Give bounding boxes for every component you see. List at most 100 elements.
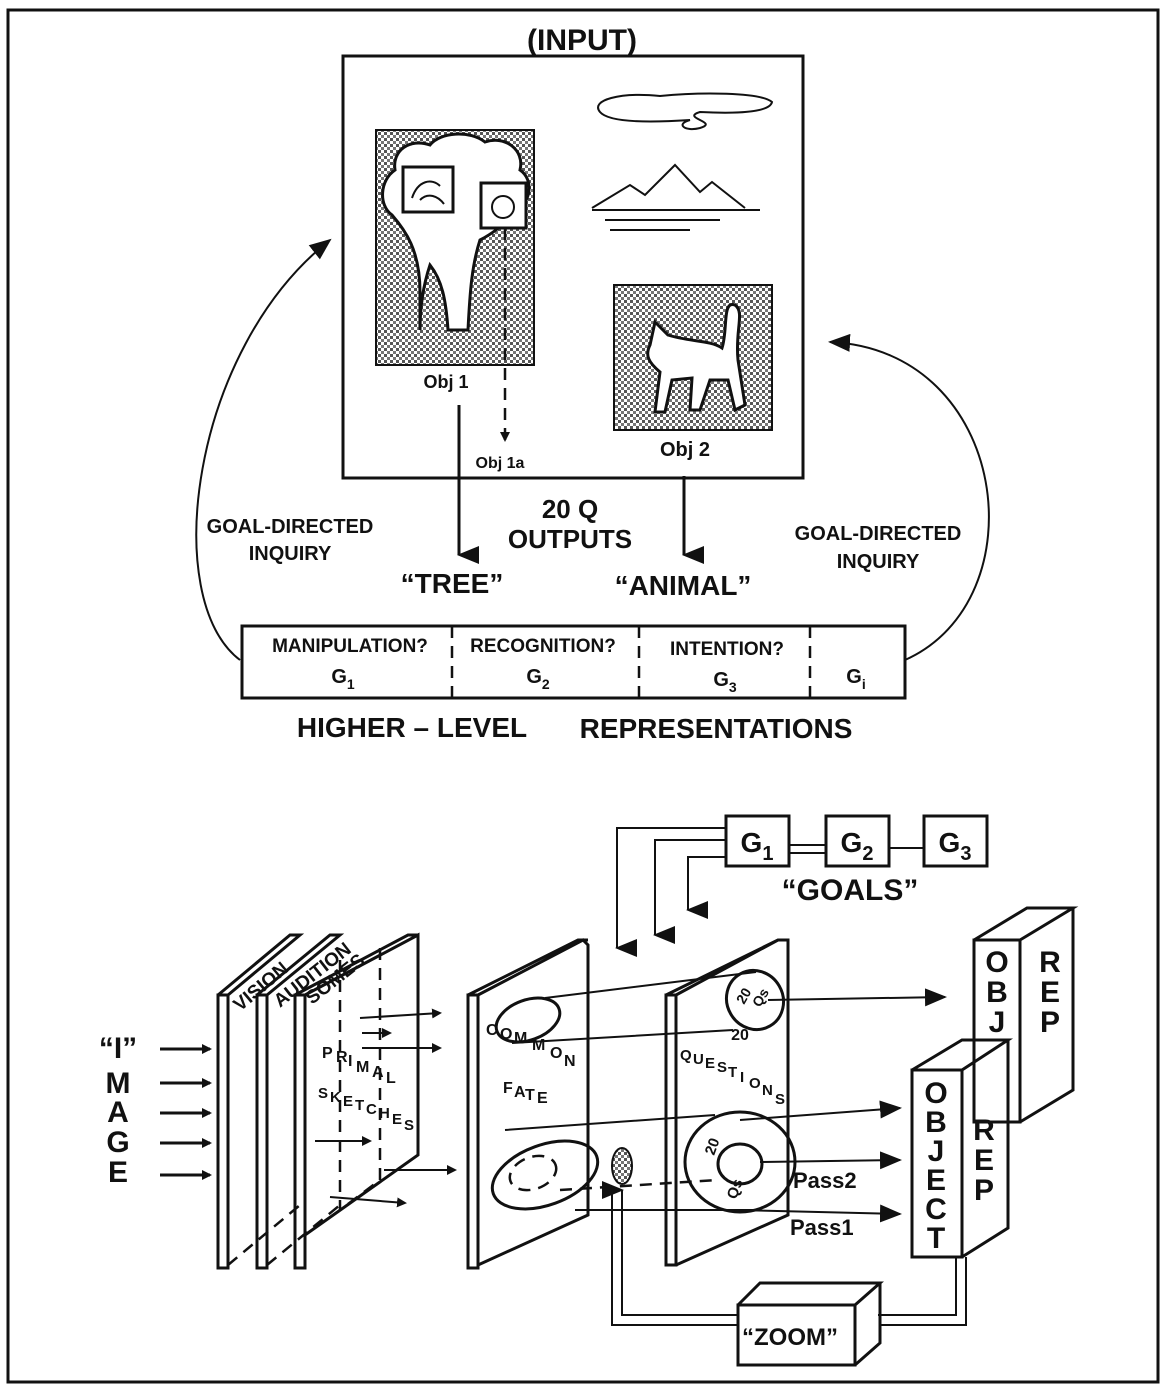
pass2-label: Pass2 (793, 1168, 857, 1193)
image-quote-label: “I” (99, 1032, 137, 1065)
common-label: C O M M O N (486, 1022, 576, 1070)
lake-lines (592, 210, 760, 230)
inquiry-left-line2: INQUIRY (249, 543, 332, 565)
sketches-letter: T (355, 1097, 364, 1114)
input-label: (INPUT) (527, 24, 637, 57)
goal-g3: G3 (713, 669, 737, 695)
obj1-label: Obj 1 (423, 372, 468, 392)
sketches-letter: H (379, 1105, 390, 1122)
goal-box-g2-label: G2 (841, 827, 874, 865)
primal-letter: R (336, 1049, 348, 1066)
pass1-arrow (735, 1210, 900, 1214)
obj-rep-arrow (768, 997, 945, 1000)
object-letter: T (927, 1222, 945, 1255)
questions-letter: S (717, 1059, 727, 1076)
obj-rep-letter: O (985, 946, 1008, 979)
sketches-letter: C (366, 1101, 377, 1118)
zoom-label: “ZOOM” (742, 1324, 838, 1351)
cloud-icon (598, 94, 772, 130)
inquiry-left-line1: GOAL-DIRECTED (207, 516, 374, 538)
sketch-arrow-1 (360, 1013, 440, 1018)
top-diagram: (INPUT) Obj 1 Obj 1a Obj 2 20 Q OUTPUTS … (196, 24, 989, 744)
left-inquiry-arrow (196, 240, 330, 660)
bottom-diagram: G1 G2 G3 “GOALS” “I” M A G E VISION AUDI… (99, 816, 1073, 1365)
common-letter: C (486, 1022, 498, 1039)
obj-rep-letter: E (1040, 976, 1060, 1009)
outputs-line2: OUTPUTS (508, 524, 632, 554)
pass2-arrow (760, 1160, 900, 1162)
apple-subframe (481, 183, 526, 228)
questions-letter: U (693, 1051, 704, 1068)
outputs-line1: 20 Q (542, 494, 598, 524)
goal-g2: G2 (526, 666, 550, 692)
questions-inner-circle (718, 1144, 762, 1184)
object-rep-arrow-top (740, 1108, 900, 1120)
primal-letter: P (322, 1045, 333, 1062)
inquiry-right-line1: GOAL-DIRECTED (795, 523, 962, 545)
upper-qs-label: Qs (749, 985, 772, 1009)
sketches-letter: E (392, 1111, 402, 1128)
obj-rep-letter: R (1039, 946, 1061, 979)
plate-depth-dashes (228, 1205, 340, 1265)
image-letter-a: A (107, 1096, 129, 1129)
bird-subframe (403, 167, 453, 212)
common-letter: M (514, 1030, 527, 1047)
goal-box-g3-label: G3 (939, 827, 972, 865)
goal-question-1: MANIPULATION? (272, 636, 428, 657)
sketches-letter: E (343, 1093, 353, 1110)
sketches-letter: S (404, 1117, 414, 1134)
common-fate-plate (468, 940, 588, 1268)
primal-letter: L (386, 1070, 396, 1087)
obj1a-label: Obj 1a (476, 455, 525, 472)
zoom-focus-spot (612, 1148, 632, 1184)
goal-feed-arrow-2 (655, 840, 726, 935)
common-letter: O (550, 1045, 562, 1062)
goal-box-g1-label: G1 (741, 827, 774, 865)
goal-question-2: RECOGNITION? (470, 636, 616, 657)
fate-label: F A T E (503, 1080, 548, 1107)
higher-level-label: HIGHER – LEVEL (297, 712, 527, 743)
common-letter: M (532, 1037, 545, 1054)
obj-rep-letter: P (1040, 1006, 1060, 1039)
goal-feed-arrow-3 (688, 857, 726, 910)
questions-letter: N (762, 1082, 773, 1099)
zoom-feedback-lines (878, 1257, 966, 1325)
common-letter: N (564, 1053, 576, 1070)
fate-letter: T (525, 1087, 535, 1104)
inquiry-right-line2: INQUIRY (837, 551, 920, 573)
questions-letter: S (775, 1091, 785, 1108)
questions-letter: I (740, 1069, 744, 1086)
obj-rep-letter: B (986, 976, 1008, 1009)
object-rep-letter: E (974, 1144, 994, 1177)
right-inquiry-arrow (830, 342, 989, 660)
goal-gi: Gi (846, 666, 865, 692)
image-letter-g: G (106, 1126, 129, 1159)
obj-rep-letter: J (989, 1006, 1006, 1039)
image-letter-e: E (108, 1156, 128, 1189)
primal-letter: A (372, 1064, 384, 1081)
sketches-label: S K E T C H E S (318, 1085, 414, 1134)
primal-label: P R I M A L (322, 1045, 396, 1087)
sketches-letter: K (330, 1089, 341, 1106)
questions-letter: Q (680, 1047, 692, 1064)
questions-letter: E (705, 1055, 715, 1072)
primal-letter: M (356, 1059, 369, 1076)
questions-letter: O (749, 1075, 761, 1092)
fate-letter: F (503, 1080, 513, 1097)
twenty-label: 20 (731, 1027, 749, 1044)
animal-label: “ANIMAL” (615, 570, 752, 601)
questions-letter: T (728, 1064, 737, 1081)
mountains-icon (592, 165, 745, 208)
tree-label: “TREE” (401, 568, 504, 599)
goal-g1: G1 (331, 666, 355, 692)
representations-label: REPRESENTATIONS (580, 713, 853, 744)
common-letter: O (500, 1026, 512, 1043)
pass1-label: Pass1 (790, 1215, 854, 1240)
goal-feed-arrow-1 (617, 828, 726, 948)
obj2-label: Obj 2 (660, 439, 710, 461)
goals-label: “GOALS” (782, 874, 919, 907)
questions-label: Q U E S T I O N S (680, 1047, 785, 1108)
fate-letter: E (537, 1090, 548, 1107)
object-rep-letter: R (973, 1114, 995, 1147)
